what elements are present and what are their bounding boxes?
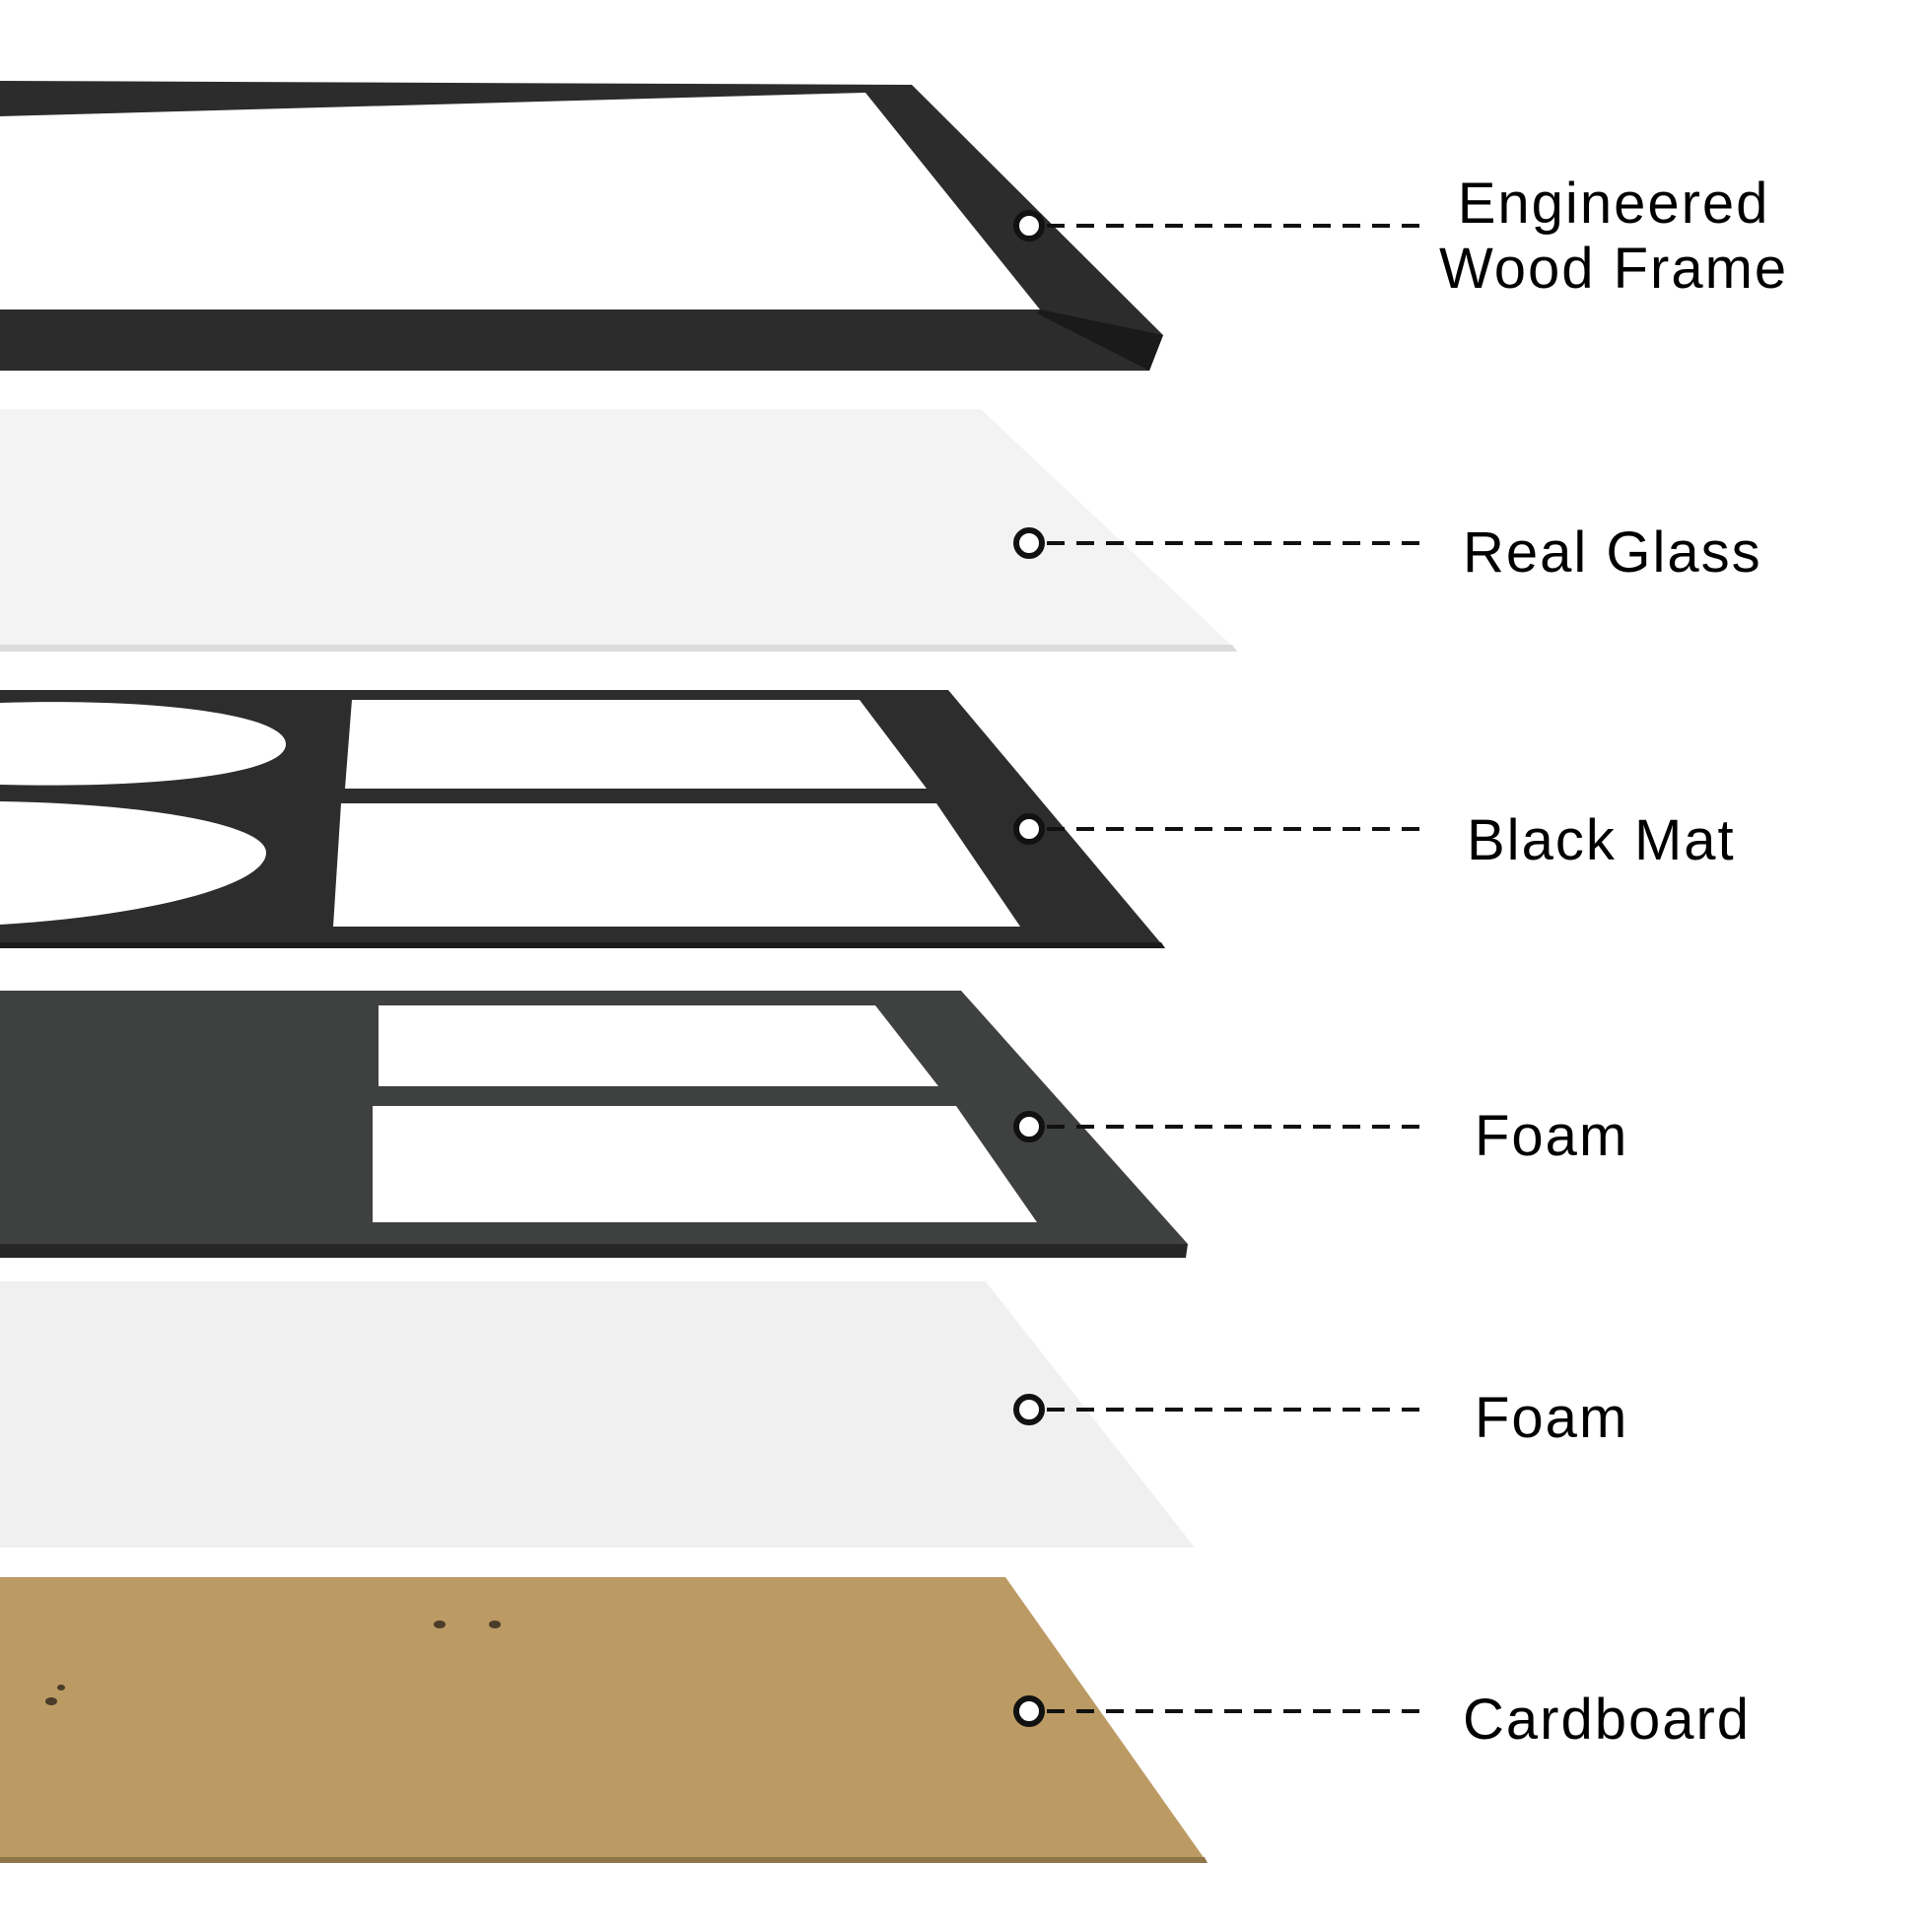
label-line: Wood Frame bbox=[1439, 237, 1789, 301]
label-line: Cardboard bbox=[1463, 1688, 1752, 1752]
leader-marker-mat bbox=[1013, 813, 1045, 845]
glass-edge bbox=[0, 645, 1237, 652]
cardboard-layer bbox=[0, 1577, 1208, 1863]
foam-dark-shape bbox=[0, 991, 1188, 1244]
label-line: Foam bbox=[1475, 1104, 1629, 1168]
leader-marker-cardboard bbox=[1013, 1695, 1045, 1727]
label-line: Engineered bbox=[1457, 172, 1770, 236]
label-line: Black Mat bbox=[1467, 808, 1736, 872]
label-foam-dark: Foam bbox=[1475, 1104, 1628, 1169]
glass-layer bbox=[0, 409, 1237, 652]
label-line: Real Glass bbox=[1463, 520, 1762, 585]
glass-sheet bbox=[0, 409, 1237, 651]
mat-edge bbox=[0, 942, 1165, 948]
cardboard-edge bbox=[0, 1857, 1208, 1863]
label-line: Foam bbox=[1475, 1386, 1629, 1450]
frame-shape bbox=[0, 81, 1163, 371]
cardboard-hole bbox=[45, 1697, 57, 1705]
foam-dark-layer bbox=[0, 991, 1188, 1258]
cardboard-hole bbox=[434, 1621, 446, 1628]
label-engineered-wood-frame: Engineered Wood Frame bbox=[1439, 172, 1788, 302]
cardboard-hole bbox=[57, 1685, 65, 1690]
frame-layer bbox=[0, 81, 1163, 371]
foam-white-layer bbox=[0, 1281, 1195, 1548]
leader-marker-foam-white bbox=[1013, 1394, 1045, 1425]
cardboard-sheet bbox=[0, 1577, 1208, 1863]
label-cardboard: Cardboard bbox=[1463, 1688, 1751, 1753]
foam-white-sheet bbox=[0, 1281, 1195, 1548]
mat-shape bbox=[0, 690, 1165, 948]
cardboard-hole bbox=[489, 1621, 501, 1628]
leader-lines bbox=[1013, 210, 1427, 1727]
leader-marker-foam-dark bbox=[1013, 1111, 1045, 1142]
frame-edge bbox=[1037, 310, 1163, 371]
leader-marker-frame bbox=[1013, 210, 1045, 242]
mat-layer bbox=[0, 690, 1165, 948]
foam-dark-edge bbox=[0, 1244, 1188, 1258]
label-real-glass: Real Glass bbox=[1463, 520, 1762, 586]
label-black-mat: Black Mat bbox=[1467, 808, 1736, 873]
leader-marker-glass bbox=[1013, 527, 1045, 559]
label-foam-white: Foam bbox=[1475, 1386, 1628, 1451]
